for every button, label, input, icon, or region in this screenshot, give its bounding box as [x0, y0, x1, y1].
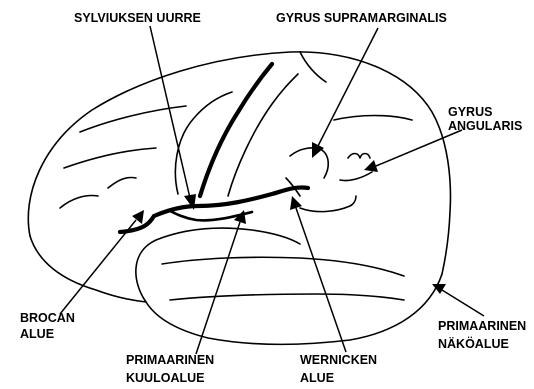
sylvian-fissure [120, 187, 308, 232]
label-supramarginal-gyrus: GYRUS SUPRAMARGINALIS [276, 11, 447, 25]
label-wernicke-area-line1: WERNICKEN [300, 353, 377, 367]
label-angular-gyrus-line2: ANGULARIS [448, 119, 522, 133]
label-visual-cortex-line2: NÄKÖALUE [438, 336, 509, 351]
label-sylvian-fissure: SYLVIUKSEN UURRE [74, 11, 201, 25]
arrows [60, 26, 484, 354]
label-auditory-cortex-line2: KUULOALUE [126, 371, 204, 385]
label-wernicke-area-line2: ALUE [300, 371, 334, 385]
label-broca-area-line1: BROCAN [20, 311, 75, 325]
label-angular-gyrus-line1: GYRUS [448, 105, 492, 119]
sulci [60, 52, 412, 300]
label-visual-cortex-line1: PRIMAARINEN [438, 319, 526, 333]
brain-outline [28, 52, 450, 344]
label-auditory-cortex-line1: PRIMAARINEN [126, 353, 214, 367]
label-broca-area-line2: ALUE [20, 327, 54, 341]
